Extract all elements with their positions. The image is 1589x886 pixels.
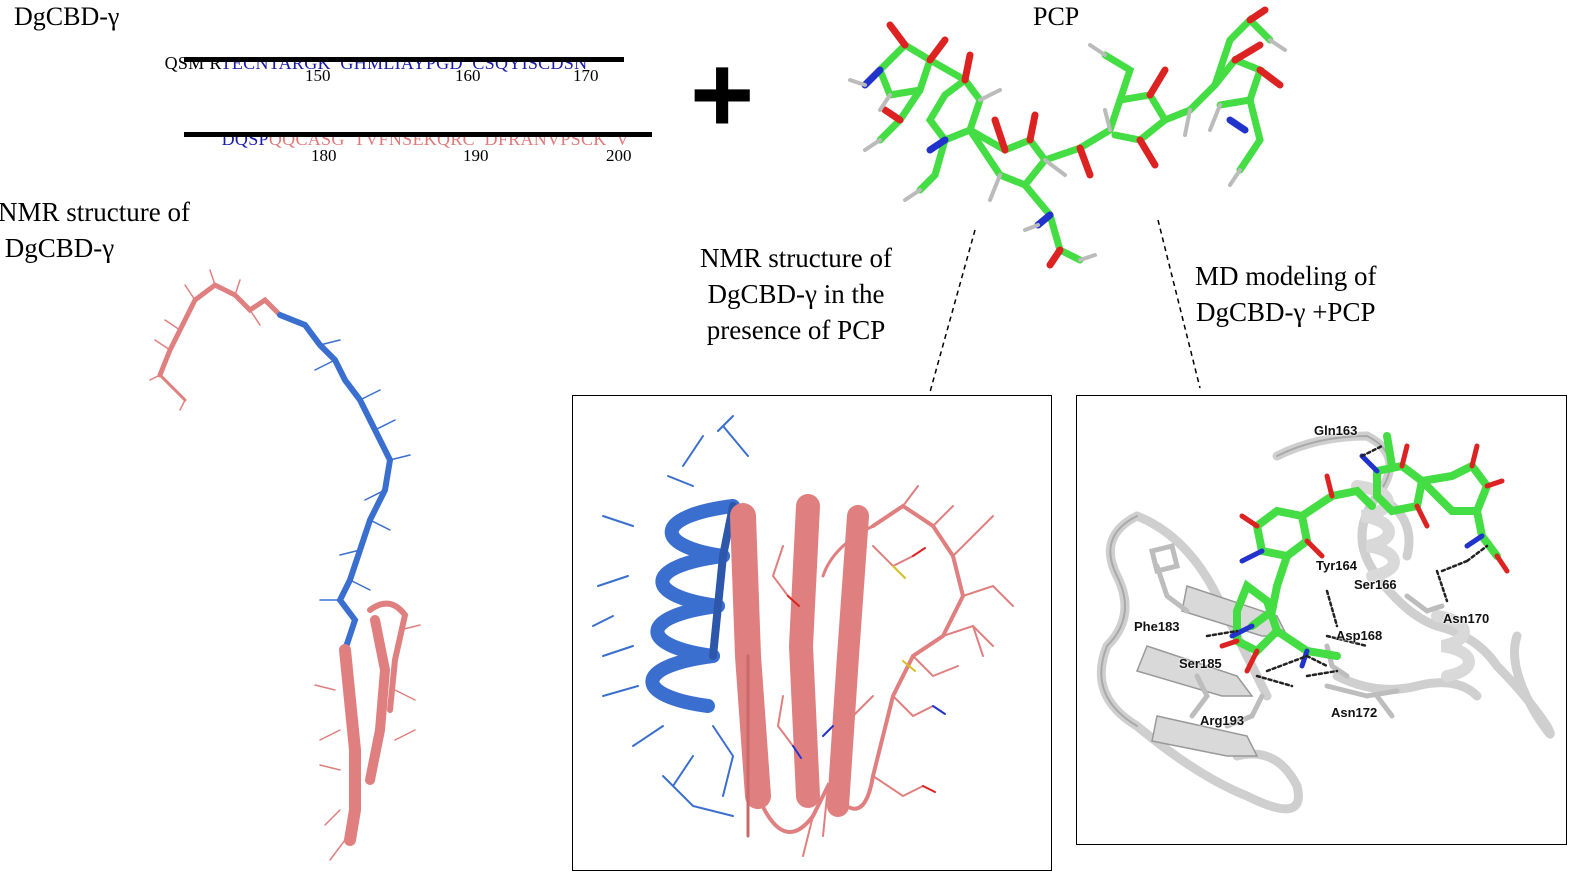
residue-label: Phe183 — [1134, 619, 1180, 634]
sequence-tick: 170 — [573, 66, 599, 85]
sequence-tick: 190 — [463, 146, 489, 165]
sequence-tick: 150 — [305, 66, 331, 85]
sequence-tick: 160 — [455, 66, 481, 85]
plus-sign: + — [690, 33, 755, 156]
nmr-pcp-structure — [592, 415, 1014, 857]
residue-label: Gln163 — [1314, 423, 1358, 438]
residue-label: Asn172 — [1331, 705, 1378, 720]
pcp-molecule — [848, 6, 1287, 269]
residue-label: Ser185 — [1179, 656, 1222, 671]
sequence-rule-2 — [184, 132, 652, 137]
caption-nmr-pcp: NMR structure of DgCBD-γ in the presence… — [700, 243, 892, 345]
residue-label: Ser166 — [1354, 577, 1397, 592]
md-model-panel: Gln163 Tyr164 Ser166 Asn170 Phe183 Asp16… — [1076, 395, 1567, 845]
residue-label: Tyr164 — [1316, 558, 1357, 573]
caption-nmr-free: NMR structure of DgCBD-γ — [0, 197, 190, 263]
caption-md-model: MD modeling of DgCBD-γ +PCP — [1195, 261, 1377, 327]
sequence-tick: 200 — [606, 146, 632, 165]
residue-label: Arg193 — [1200, 713, 1245, 728]
nmr-pcp-panel — [572, 395, 1052, 871]
protein-name-label: DgCBD-γ — [14, 2, 120, 31]
residue-label: Asp168 — [1336, 628, 1383, 643]
nmr-free-structure — [149, 269, 421, 861]
sequence-rule-1 — [184, 57, 624, 62]
md-model-structure — [1096, 431, 1555, 814]
sequence-tick: 180 — [311, 146, 337, 165]
residue-label: Asn170 — [1443, 611, 1490, 626]
pcp-label: PCP — [1033, 2, 1080, 31]
